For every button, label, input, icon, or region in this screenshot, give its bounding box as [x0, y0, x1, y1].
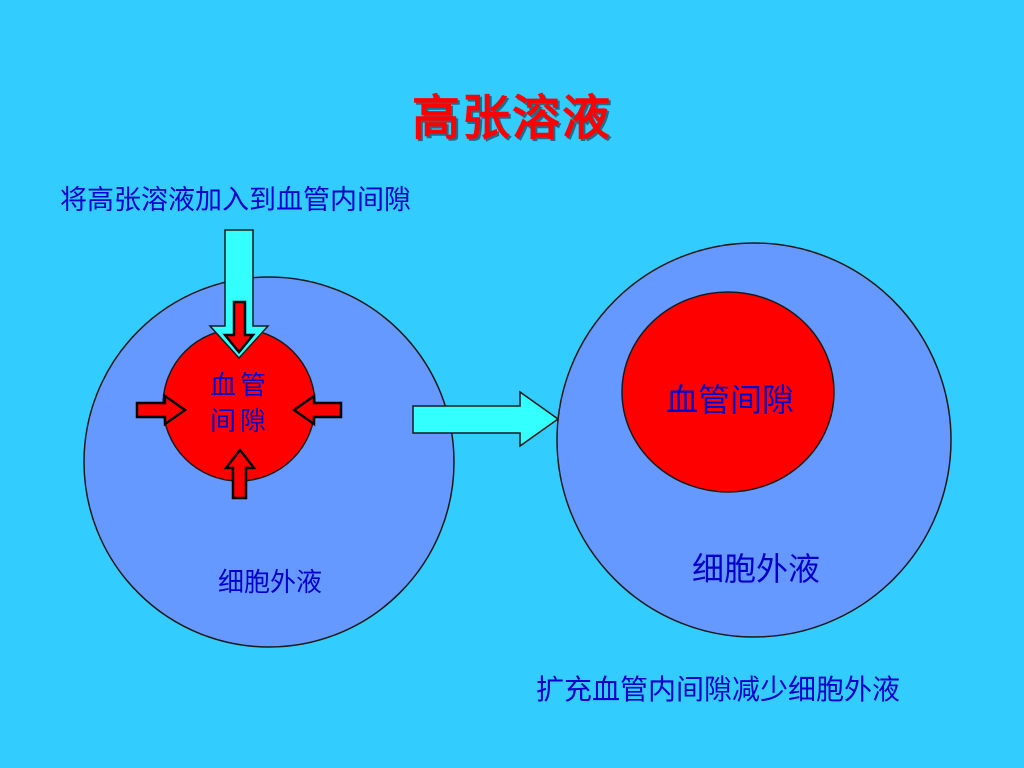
arrow-left-icon — [291, 393, 343, 427]
transition-arrow-icon — [412, 390, 560, 448]
right-vascular-label: 血管间隙 — [665, 381, 794, 419]
left-vascular-label-line1: 血管 — [209, 371, 270, 401]
left-vascular-label-line2: 间隙 — [209, 407, 270, 437]
arrow-down-icon — [222, 300, 256, 354]
left-vascular-label: 血管 间隙 — [190, 368, 290, 440]
right-extracellular-label: 细胞外液 — [691, 550, 820, 588]
arrow-up-icon — [223, 447, 257, 500]
input-arrow-icon — [208, 229, 270, 360]
result-text: 扩充血管内间隙减少细胞外液 — [536, 673, 901, 706]
left-extracellular-label: 细胞外液 — [217, 568, 322, 598]
instruction-text: 将高张溶液加入到血管内间隙 — [60, 185, 411, 216]
page-title: 高张溶液 — [411, 90, 612, 146]
arrow-right-icon — [135, 393, 188, 427]
right-vascular-circle — [621, 291, 835, 493]
